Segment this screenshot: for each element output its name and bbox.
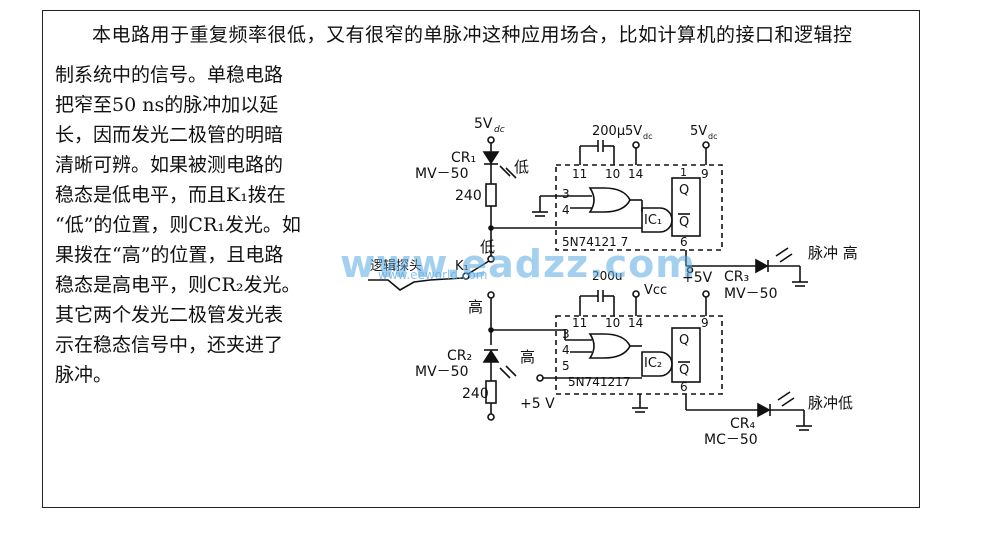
- cr3-model: MV－50: [724, 286, 777, 302]
- switch-contact-low: [487, 255, 495, 263]
- pin-label: 3: [562, 327, 570, 341]
- pulse-low-label: 脉冲低: [808, 394, 853, 412]
- pin-label: 14: [628, 316, 643, 330]
- or-gate-ic2: [588, 333, 631, 359]
- k1-label: K₁: [455, 259, 469, 274]
- ic1-package: [555, 164, 723, 251]
- cr3-label: CR₃: [724, 269, 749, 285]
- q-label: Q: [679, 183, 689, 198]
- plus5v-label-b: +5 V: [520, 396, 555, 412]
- pin-label: 3: [562, 187, 570, 201]
- intro-paragraph: 本电路用于重复频率很低，又有很窄的单脉冲这种应用场合，比如计算机的接口和逻辑控: [92, 24, 853, 46]
- pin-label: 9: [701, 316, 709, 330]
- supply-subscript: dc: [494, 125, 505, 135]
- watermark: www.eadzz.com: [340, 242, 696, 286]
- ic1-label: IC₁: [644, 213, 662, 228]
- body-line: 制系统中的信号。单稳电路: [55, 64, 284, 86]
- pin-label: 10: [605, 316, 620, 330]
- or-gate-ic1: [588, 187, 631, 213]
- body-line: 其它两个发光二极管发光表: [55, 304, 284, 326]
- chip2-label: 5N741217: [568, 375, 630, 389]
- body-line: 稳态是低电平，而且K₁拨在: [55, 184, 286, 206]
- resistor-label: 240: [462, 386, 489, 402]
- switch-low-label: 低: [480, 238, 495, 256]
- chip1-label: 5N74121 7: [562, 235, 628, 249]
- pin-label: 11: [572, 167, 587, 181]
- body-line: 长，因而发光二极管的明暗: [55, 124, 284, 146]
- pin-label: 11: [572, 316, 587, 330]
- supply-terminal: [632, 290, 640, 298]
- led-cr3: [755, 258, 769, 274]
- body-line: 果拨在“高”的位置，且电路: [55, 244, 284, 266]
- pin-label: 5: [562, 359, 570, 373]
- plus5v-label: +5V: [682, 270, 713, 286]
- led-cr1: [482, 151, 500, 165]
- pin-label: 6: [680, 380, 688, 394]
- pin-label: 10: [605, 167, 620, 181]
- body-line: 把窄至50 ns的脉冲加以延: [55, 94, 279, 116]
- light-arrows: [777, 391, 795, 407]
- flipflop-ic2: [671, 327, 701, 383]
- switch-pivot: [462, 272, 470, 280]
- watermark-sub: www.eeworld.com: [378, 268, 488, 282]
- cr4-model: MC－50: [704, 432, 758, 448]
- pin-label: 9: [701, 167, 709, 181]
- pin-label: 6: [680, 235, 688, 249]
- pin-label: 14: [628, 167, 643, 181]
- body-paragraph: 制系统中的信号。单稳电路 把窄至50 ns的脉冲加以延 长，因而发光二极管的明暗…: [55, 60, 320, 390]
- pin-label: 1: [680, 166, 687, 179]
- ic2-label: IC₂: [644, 356, 662, 371]
- body-line: 示在稳态信号中，还夹进了: [55, 334, 284, 356]
- supply-label: 5V: [625, 124, 642, 139]
- cr1-label: CR₁: [451, 150, 476, 166]
- cr2-model: MV－50: [415, 364, 468, 380]
- cr2-label: CR₂: [447, 348, 472, 364]
- supply-subscript: dc: [643, 132, 652, 141]
- body-line: 清晰可辨。如果被测电路的: [55, 154, 284, 176]
- cr1-model: MV－50: [415, 166, 468, 182]
- low-label-top: 低: [514, 158, 529, 176]
- pin-label: 4: [562, 343, 570, 357]
- terminal: [536, 374, 544, 382]
- resistor-240-top: [485, 183, 497, 207]
- vcc-label: Vcc: [644, 283, 667, 298]
- high-label-mid: 高: [520, 348, 535, 366]
- probe-label: 逻辑探头: [370, 259, 422, 274]
- body-line: 稳态是高电平，则CR₂发光。: [55, 274, 301, 296]
- cap-label: 200μ: [592, 124, 625, 139]
- qbar-label: Q: [679, 215, 689, 230]
- probe-wire: [368, 277, 464, 291]
- cr4-label: CR₄: [730, 416, 756, 432]
- q-label: Q: [679, 333, 689, 348]
- supply-label: 5V: [690, 124, 707, 139]
- light-arrows: [775, 247, 793, 263]
- supply-terminal: [632, 141, 640, 149]
- qbar-label: Q: [679, 363, 689, 378]
- switch-blade[interactable]: [467, 260, 490, 275]
- pin-label: 4: [562, 203, 570, 217]
- body-line: “低”的位置，则CR₁发光。如: [55, 214, 301, 236]
- supply-terminal: [702, 290, 710, 298]
- switch-contact-high: [487, 291, 495, 299]
- cap-label: 200u: [592, 269, 623, 283]
- flipflop-ic1: [671, 177, 701, 237]
- ic2-package: [555, 315, 723, 395]
- switch-high-label: 高: [468, 298, 483, 316]
- body-line: 脉冲。: [55, 364, 113, 386]
- light-arrows: [499, 365, 517, 379]
- terminal: [686, 266, 694, 274]
- terminal: [487, 413, 495, 421]
- figure-frame: [42, 10, 920, 508]
- led-cr2: [482, 349, 500, 363]
- pulse-high-label: 脉冲 高: [808, 244, 858, 262]
- light-arrows: [499, 165, 517, 179]
- supply-terminal: [487, 136, 495, 144]
- supply-subscript: dc: [708, 132, 717, 141]
- resistor-label: 240: [455, 188, 482, 204]
- supply-terminal: [702, 141, 710, 149]
- supply-label: 5V: [474, 116, 493, 132]
- led-cr4: [757, 402, 771, 418]
